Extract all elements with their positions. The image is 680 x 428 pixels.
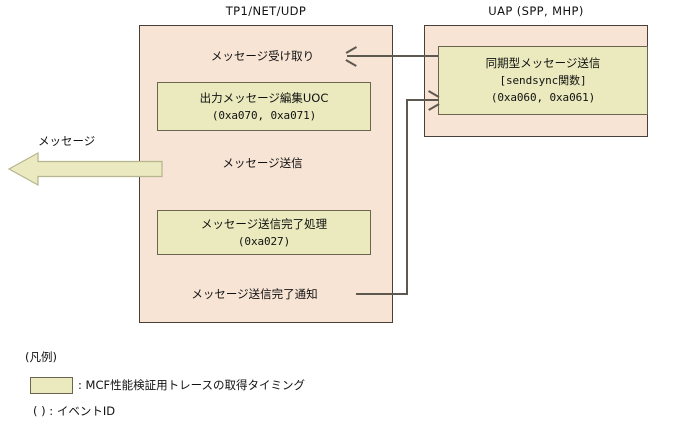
container-box-tp1 [139,25,393,323]
legend-swatch-description: : MCF性能検証用トレースの取得タイミング [78,378,306,392]
connector-sendsync-to-receive [347,55,438,57]
trace-box-output-message-edit-uoc: 出力メッセージ編集UOC (0xa070, 0xa071) [157,82,371,131]
trace-box-uoc-line1: 出力メッセージ編集UOC [199,90,329,105]
column-title-uap: UAP (SPP, MHP) [488,4,584,18]
legend-event-id-description: ( ) : イベントID [33,404,116,418]
trace-box-send-complete-process: メッセージ送信完了処理 (0xa027) [157,210,371,255]
trace-box-sendsync-event-ids: (0xa060, 0xa061) [490,91,596,104]
trace-box-complete-event-ids: (0xa027) [237,234,291,248]
outgoing-message-label: メッセージ [38,134,96,148]
connector-notify-segment-vertical [406,99,408,294]
connector-notify-segment-horizontal-upper [406,99,439,101]
connector-notify-segment-horizontal-lower [356,293,408,295]
trace-box-sendsync: 同期型メッセージ送信 [sendsync関数] (0xa060, 0xa061) [438,46,648,115]
step-label-notify: メッセージ送信完了通知 [191,287,318,301]
step-label-send: メッセージ送信 [222,156,303,170]
outgoing-message-arrow [7,150,163,188]
trace-box-complete-line1: メッセージ送信完了処理 [200,216,328,231]
trace-box-uoc-event-ids: (0xa070, 0xa071) [211,108,317,122]
column-title-tp1: TP1/NET/UDP [225,4,307,18]
trace-box-sendsync-line1: 同期型メッセージ送信 [485,56,601,70]
legend-title: (凡例) [25,350,57,364]
trace-box-sendsync-function: [sendsync関数] [499,74,587,87]
step-label-receive: メッセージ受け取り [210,49,315,63]
legend-swatch-icon [30,377,73,394]
arrowhead-right-icon [427,90,440,111]
arrowhead-left-icon [345,46,357,67]
